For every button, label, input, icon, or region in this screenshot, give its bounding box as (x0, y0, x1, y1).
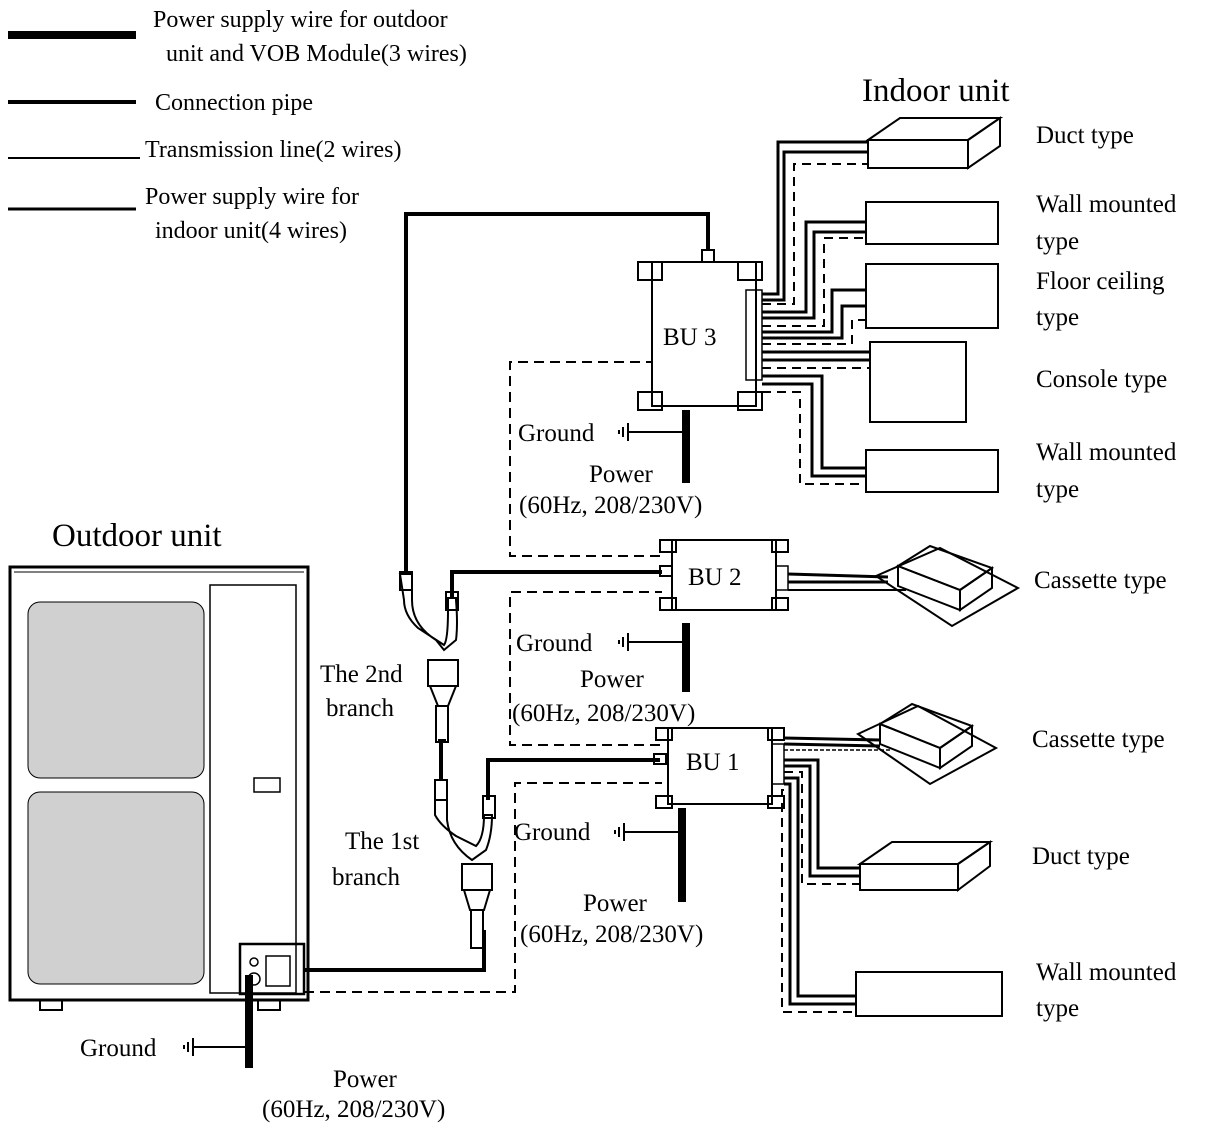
ground-symbol-icon (618, 633, 629, 651)
branch-1-label-1: The 1st (345, 828, 419, 855)
ground-symbol-icon (614, 823, 625, 841)
outdoor-unit-title: Outdoor unit (52, 518, 222, 554)
indoor-label-cassette-2: Cassette type (1032, 726, 1165, 753)
indoor-label-wall-3-b: type (1036, 995, 1079, 1022)
power-label-bu2-1: Power (580, 666, 645, 693)
bu2-module: BU 2 (659, 539, 789, 611)
indoor-label-cassette-1: Cassette type (1034, 567, 1167, 594)
branch-1-pipe (434, 779, 496, 949)
indoor-label-wall-2-a: Wall mounted (1036, 439, 1177, 466)
bu1-label: BU 1 (686, 749, 739, 776)
ground-symbol-icon (183, 1038, 194, 1056)
power-label-bu2-2: (60Hz, 208/230V) (512, 700, 695, 727)
legend: Power supply wire for outdoor unit and V… (8, 7, 467, 244)
indoor-label-wall-1-b: type (1036, 228, 1079, 255)
indoor-cassette-2 (856, 702, 999, 786)
indoor-console (869, 341, 967, 423)
bu3-label: BU 3 (663, 324, 716, 351)
legend-label-power-outdoor-1: Power supply wire for outdoor (153, 7, 448, 33)
legend-label-power-indoor-1: Power supply wire for (145, 184, 359, 210)
indoor-wall-3 (855, 971, 1003, 1017)
bu1-power-group: Ground Power (60Hz, 208/230V) (514, 808, 703, 948)
bu2-label: BU 2 (688, 564, 741, 591)
outdoor-power-group: Ground Power (60Hz, 208/230V) (80, 975, 445, 1123)
branch-2-label-2: branch (326, 695, 395, 722)
indoor-wall-1 (865, 201, 999, 245)
bu3-indoor-connections (762, 140, 870, 485)
indoor-label-duct-2: Duct type (1032, 843, 1130, 870)
main-piping (304, 212, 710, 993)
bu3-module: BU 3 (637, 249, 763, 411)
indoor-duct-1 (864, 116, 1004, 170)
outdoor-fan-grille-bottom (27, 791, 205, 985)
indoor-unit-title: Indoor unit (862, 73, 1010, 109)
power-label-bu1-2: (60Hz, 208/230V) (520, 921, 703, 948)
branch-1-label-2: branch (332, 864, 401, 891)
indoor-floor-ceiling (865, 263, 999, 329)
ground-label-bu3: Ground (518, 420, 595, 447)
ground-label-bu1: Ground (514, 819, 591, 846)
outdoor-fan-grille-top (27, 601, 205, 779)
branch-2-pipe (398, 571, 459, 743)
indoor-cassette-1 (873, 544, 1021, 628)
indoor-duct-2 (856, 840, 994, 892)
indoor-wall-2 (865, 449, 999, 493)
legend-label-transmission: Transmission line(2 wires) (145, 137, 401, 163)
power-label-outdoor-2: (60Hz, 208/230V) (262, 1096, 445, 1123)
indoor-label-console: Console type (1036, 366, 1167, 393)
bu1-module: BU 1 (653, 727, 785, 809)
indoor-label-floor-ceiling-b: type (1036, 304, 1079, 331)
power-label-bu1-1: Power (583, 890, 648, 917)
legend-label-connection-pipe: Connection pipe (155, 90, 313, 116)
indoor-label-wall-1-a: Wall mounted (1036, 191, 1177, 218)
indoor-label-wall-2-b: type (1036, 476, 1079, 503)
indoor-label-wall-3-a: Wall mounted (1036, 959, 1177, 986)
legend-label-power-indoor-2: indoor unit(4 wires) (155, 218, 347, 244)
outdoor-unit (8, 565, 310, 1011)
power-label-outdoor-1: Power (333, 1066, 398, 1093)
legend-label-power-outdoor-2: unit and VOB Module(3 wires) (166, 41, 467, 67)
bu1-indoor-connections (781, 736, 890, 1013)
indoor-label-floor-ceiling-a: Floor ceiling (1036, 268, 1165, 295)
ground-label-bu2: Ground (516, 630, 593, 657)
ground-symbol-icon (618, 423, 629, 441)
ground-label-outdoor: Ground (80, 1035, 157, 1062)
bu2-indoor-connections (787, 572, 906, 591)
bu3-power-group: Ground Power (60Hz, 208/230V) (518, 410, 702, 519)
branch-2-label-1: The 2nd (320, 661, 403, 688)
power-label-bu3-1: Power (589, 461, 654, 488)
power-label-bu3-2: (60Hz, 208/230V) (519, 492, 702, 519)
indoor-label-duct-1: Duct type (1036, 122, 1134, 149)
bu2-power-group: Ground Power (60Hz, 208/230V) (512, 623, 695, 727)
